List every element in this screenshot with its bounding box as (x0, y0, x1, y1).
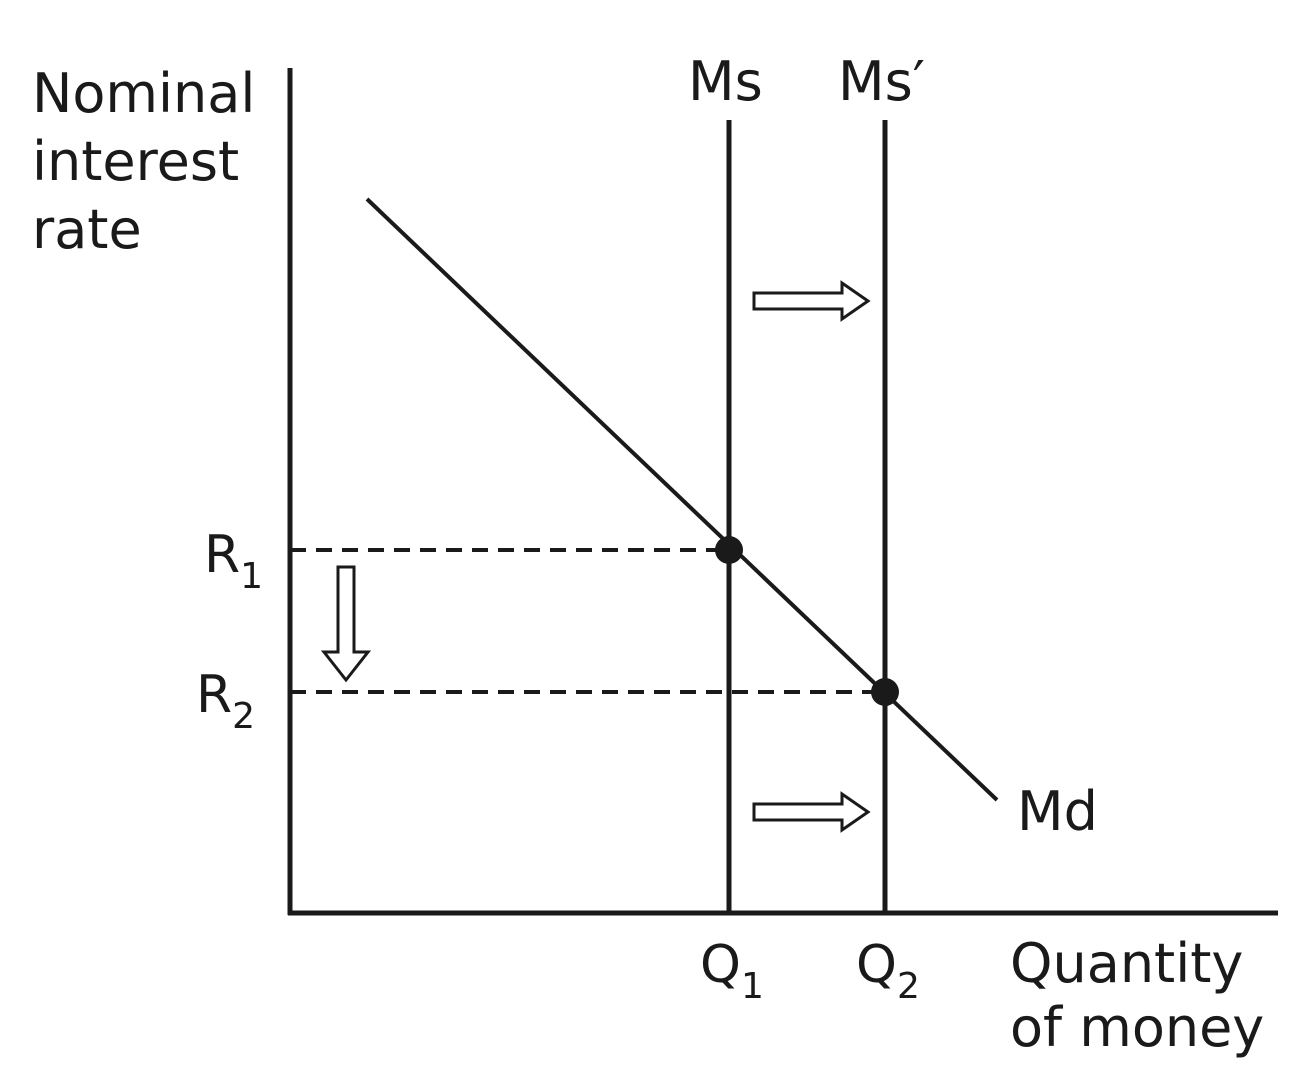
y-axis-label-line-3: rate (32, 198, 142, 261)
equilibrium-point-2 (871, 678, 899, 706)
x-axis-label-line-1: Quantity (1010, 932, 1243, 995)
money-demand-curve (365, 197, 999, 802)
md-label: Md (1017, 780, 1098, 843)
equilibrium-point-1 (715, 536, 743, 564)
y-axis-label-line-2: interest (32, 130, 239, 193)
r1-label: R1 (204, 525, 263, 597)
y-axis-label-line-1: Nominal (32, 62, 255, 125)
x-axis-label-line-2: of money (1010, 996, 1264, 1059)
q1-label: Q1 (700, 935, 764, 1007)
q2-label: Q2 (856, 935, 920, 1007)
down-arrow-icon (320, 565, 372, 683)
right-arrow-icon (752, 791, 871, 833)
ms-label: Ms (688, 50, 763, 113)
right-arrow-icon (752, 280, 871, 322)
r2-label: R2 (196, 665, 255, 737)
ms-prime-label: Ms′ (838, 50, 925, 113)
